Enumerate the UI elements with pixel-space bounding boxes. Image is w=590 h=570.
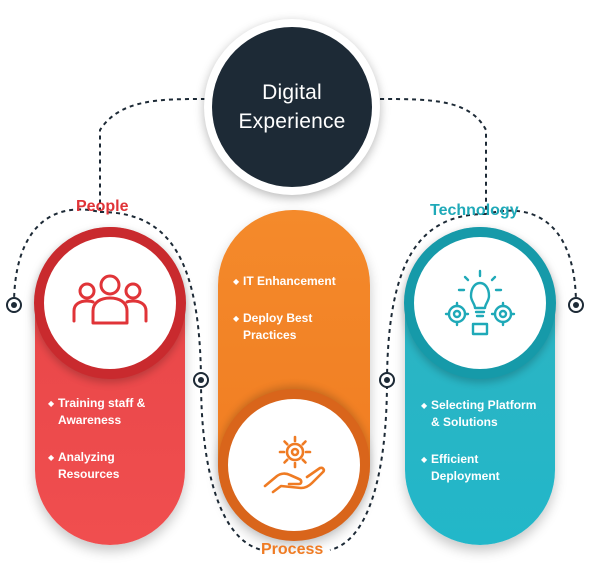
bullet-icon: ◆ — [48, 453, 55, 462]
technology-icon-ring — [404, 227, 556, 379]
lightbulb-gears-icon — [444, 269, 516, 336]
connector-hub-technology — [379, 98, 487, 210]
people-item-training: ◆ Training staff & Awareness — [48, 396, 146, 427]
hub-title-line1: Digital — [262, 81, 322, 104]
technology-item-deployment: ◆ Efficient Deployment — [421, 452, 500, 483]
process-icon-ring — [218, 389, 370, 541]
people-title: People — [76, 198, 129, 215]
bullet-icon: ◆ — [233, 277, 240, 286]
connector-node-people — [193, 372, 209, 388]
process-title: Process — [261, 541, 324, 558]
connector-people-left — [13, 208, 101, 306]
digital-experience-hub: Digital Experience — [204, 19, 380, 195]
bullet-icon: ◆ — [233, 314, 240, 323]
connector-node-technology — [379, 372, 395, 388]
bullet-icon: ◆ — [421, 401, 428, 410]
people-item-analyzing: ◆ Analyzing Resources — [48, 450, 120, 481]
people-group-icon — [72, 274, 148, 325]
hub-title-line2: Experience — [238, 110, 346, 133]
process-item-it-enhancement: ◆ IT Enhancement — [233, 274, 336, 288]
connector-hub-people — [99, 98, 206, 210]
hand-gear-icon — [263, 435, 326, 494]
bullet-icon: ◆ — [421, 455, 428, 464]
process-item-deploy: ◆ Deploy Best Practices — [233, 311, 313, 342]
people-icon-ring — [34, 227, 186, 379]
technology-title: Technology — [430, 202, 519, 219]
connector-people-process — [99, 211, 263, 551]
bullet-icon: ◆ — [48, 399, 55, 408]
hub-circle: Digital Experience — [212, 27, 372, 187]
connector-node-left — [6, 297, 22, 313]
technology-item-selecting: ◆ Selecting Platform & Solutions — [421, 398, 537, 429]
connector-node-right — [568, 297, 584, 313]
connector-technology-right — [485, 209, 577, 306]
